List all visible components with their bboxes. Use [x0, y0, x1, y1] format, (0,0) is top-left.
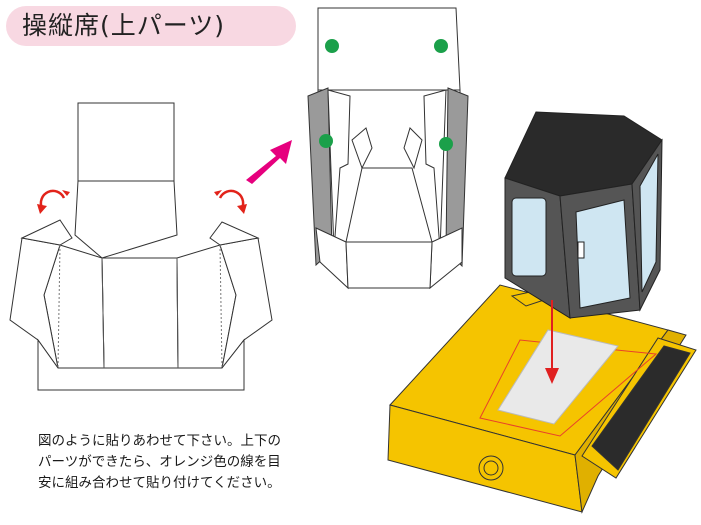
exhaust-inner — [483, 460, 499, 476]
right-tab — [209, 221, 260, 246]
instruction-line: パーツができたら、オレンジ色の線を目 — [38, 454, 281, 470]
folded-bottom — [345, 241, 433, 289]
insert-arrow — [545, 300, 559, 384]
center-panel — [74, 180, 178, 259]
cab-mount-panel — [497, 329, 619, 425]
front-face — [101, 257, 179, 369]
top-flap — [77, 102, 175, 182]
door-handle — [577, 241, 585, 259]
page-title: 操縦席(上パーツ) — [22, 11, 226, 40]
cab — [504, 111, 663, 319]
glue-dot — [319, 134, 333, 148]
cab-window-right — [639, 153, 659, 293]
cab-window-front — [575, 199, 631, 309]
cab-window-left — [511, 197, 547, 277]
title-pill — [6, 6, 296, 46]
glue-strip-right — [445, 87, 469, 268]
instruction-line: 安に組み合わせて貼り付けてください。 — [38, 475, 281, 491]
rotate-arrow-right — [214, 189, 247, 214]
left-inner-flap — [327, 89, 351, 251]
right-inner-flap — [423, 89, 447, 251]
instructions: 図のように貼りあわせて下さい。上下の パーツができたら、オレンジ色の線を目 安に… — [38, 431, 338, 494]
rotate-arrow-left — [37, 189, 70, 214]
left-tab — [20, 219, 73, 246]
right-fold-tab — [403, 127, 423, 170]
glue-dot — [439, 137, 453, 151]
track-belt — [591, 345, 691, 471]
folded-piece — [307, 7, 469, 290]
flat-template — [9, 102, 273, 391]
base-body — [387, 284, 697, 514]
glue-dot — [325, 39, 339, 53]
glue-dots — [319, 39, 453, 151]
left-fold-tab — [351, 127, 373, 170]
glue-dot — [434, 39, 448, 53]
instruction-line: 図のように貼りあわせて下さい。上下の — [38, 433, 281, 449]
guide-outline — [479, 339, 658, 437]
direction-arrow — [246, 140, 292, 184]
bottom-strip — [37, 338, 245, 391]
